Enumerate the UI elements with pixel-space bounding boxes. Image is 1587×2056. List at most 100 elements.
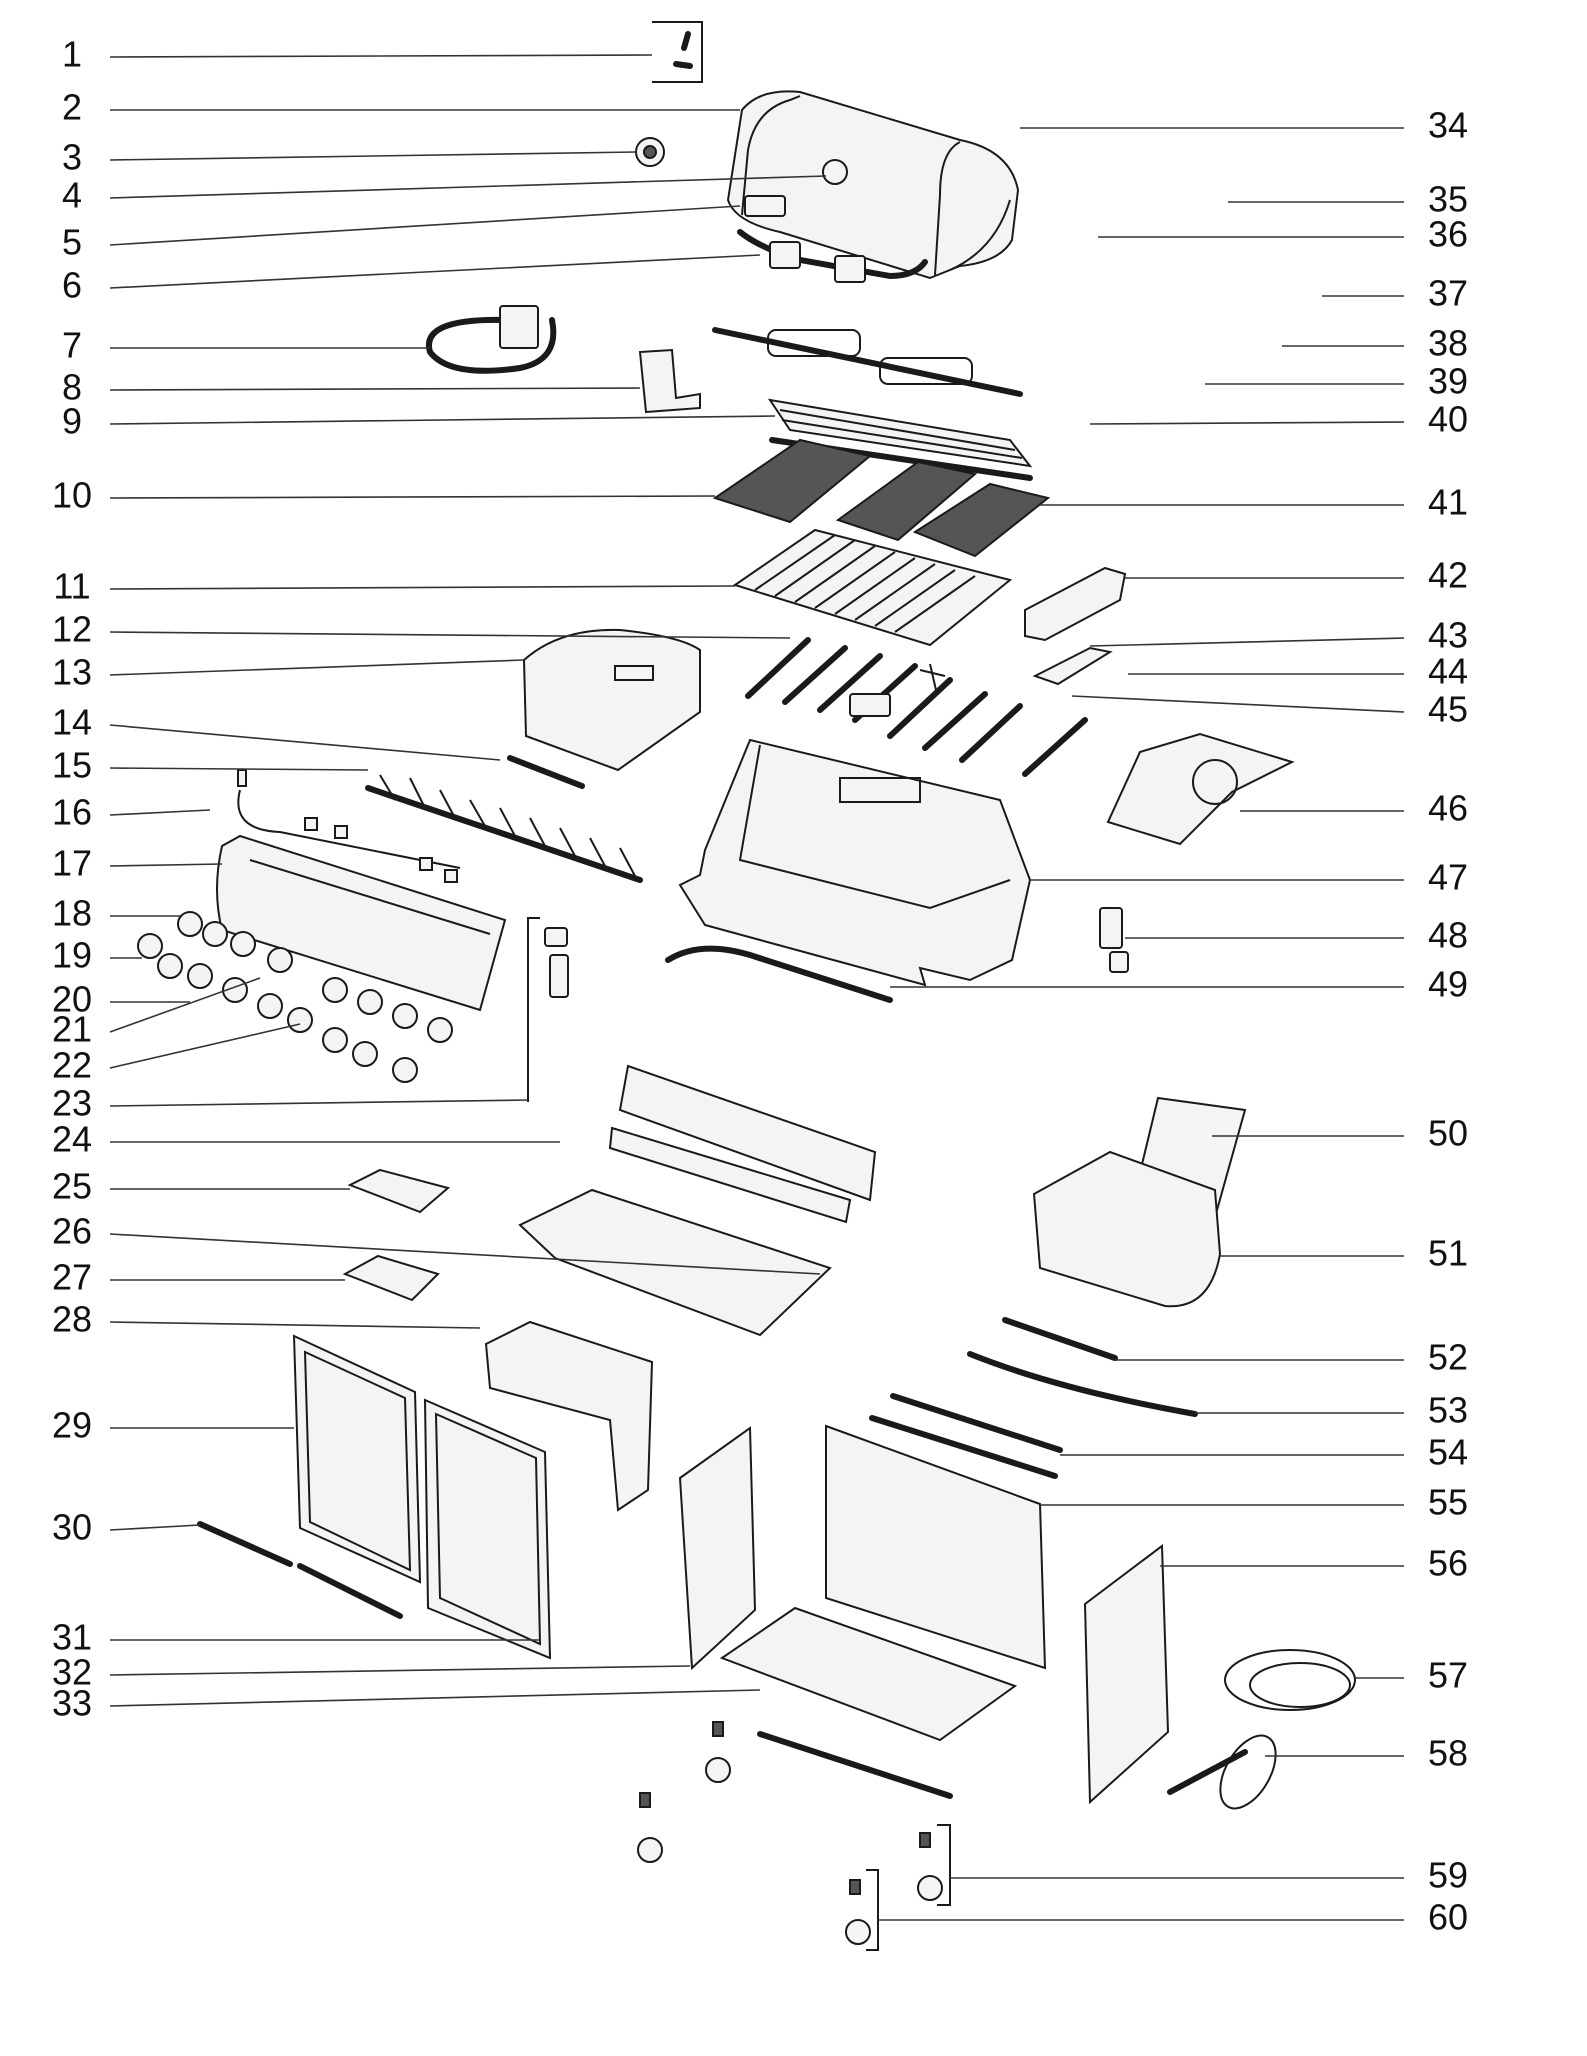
- part-48-valve: [1099, 907, 1129, 973]
- part-label-11: 11: [53, 566, 90, 607]
- leader-line-9: [109, 415, 776, 425]
- part-11-flavorizer-bars: [732, 528, 1013, 647]
- part-label-41: 41: [1428, 482, 1468, 523]
- part-label-17: 17: [52, 843, 92, 884]
- part-bottom-rail: [757, 1731, 953, 1799]
- part-label-47: 47: [1428, 857, 1468, 898]
- part-4-bezel: [822, 159, 848, 185]
- part-label-48: 48: [1428, 915, 1468, 956]
- leader-line-45: [1071, 695, 1405, 713]
- part-label-8: 8: [62, 367, 82, 408]
- leader-line-12: [109, 631, 791, 639]
- part-label-5: 5: [62, 222, 82, 263]
- part-label-4: 4: [62, 175, 82, 216]
- part-label-12: 12: [52, 609, 92, 650]
- part-label-44: 44: [1428, 651, 1468, 692]
- part-8-bracket: [638, 348, 701, 414]
- leader-line-30: [109, 1524, 201, 1531]
- leader-line-17: [109, 863, 223, 867]
- part-25-27-drip-pans: [342, 1168, 451, 1302]
- part-24-heat-shields: [608, 1064, 877, 1224]
- part-label-60: 60: [1428, 1897, 1468, 1938]
- part-18-22-knobs: [137, 911, 453, 1083]
- part-label-36: 36: [1428, 214, 1468, 255]
- leader-line-3: [109, 151, 637, 161]
- part-number-labels: 1234567891011121314151617181920212223242…: [52, 34, 1468, 1938]
- leader-line-1: [109, 54, 653, 58]
- part-15-manifold: [365, 774, 643, 883]
- leader-line-10: [109, 495, 716, 499]
- part-26-catch-pan: [518, 1188, 832, 1337]
- leader-line-43: [1089, 637, 1405, 647]
- part-30-door-handles: [197, 1521, 403, 1619]
- leader-line-13: [109, 659, 525, 676]
- part-label-21: 21: [52, 1009, 92, 1050]
- part-label-26: 26: [52, 1211, 92, 1252]
- part-label-29: 29: [52, 1405, 92, 1446]
- part-label-39: 39: [1428, 361, 1468, 402]
- part-label-46: 46: [1428, 788, 1468, 829]
- leader-line-23: [109, 1099, 529, 1107]
- part-label-1: 1: [62, 34, 82, 75]
- part-label-22: 22: [52, 1045, 92, 1086]
- part-label-52: 52: [1428, 1337, 1468, 1378]
- part-label-15: 15: [52, 745, 92, 786]
- part-label-27: 27: [52, 1257, 92, 1298]
- part-label-43: 43: [1428, 615, 1468, 656]
- part-label-54: 54: [1428, 1432, 1468, 1473]
- part-label-14: 14: [52, 702, 92, 743]
- part-42-43-infrared-burner: [1024, 566, 1127, 686]
- part-label-45: 45: [1428, 689, 1468, 730]
- part-label-25: 25: [52, 1166, 92, 1207]
- part-2-lid: [726, 90, 1020, 280]
- part-label-31: 31: [52, 1617, 92, 1658]
- part-label-51: 51: [1428, 1233, 1468, 1274]
- part-1-screws: [652, 21, 703, 83]
- part-label-53: 53: [1428, 1390, 1468, 1431]
- part-5-6-handle: [737, 195, 928, 283]
- part-14-bar: [507, 755, 585, 789]
- part-label-42: 42: [1428, 555, 1468, 596]
- part-label-10: 10: [52, 475, 92, 516]
- leader-line-6: [109, 254, 761, 289]
- leader-line-33: [109, 1689, 761, 1707]
- part-49-gas-hose: [665, 945, 893, 1003]
- part-label-16: 16: [52, 792, 92, 833]
- part-label-7: 7: [62, 325, 82, 366]
- leader-line-15: [109, 767, 369, 771]
- part-label-3: 3: [62, 137, 82, 178]
- part-28-tank-cover: [484, 1320, 654, 1512]
- part-59-60-casters: [637, 1721, 951, 1951]
- part-55-back-panel: [825, 1424, 1047, 1670]
- part-label-58: 58: [1428, 1733, 1468, 1774]
- part-label-55: 55: [1428, 1482, 1468, 1523]
- leader-line-11: [109, 585, 736, 590]
- leader-line-16: [109, 809, 211, 816]
- part-label-23: 23: [52, 1083, 92, 1124]
- leader-line-32: [109, 1665, 691, 1676]
- part-label-57: 57: [1428, 1655, 1468, 1696]
- part-label-28: 28: [52, 1299, 92, 1340]
- part-label-20: 20: [52, 979, 92, 1020]
- part-label-35: 35: [1428, 179, 1468, 220]
- part-label-34: 34: [1428, 105, 1468, 146]
- part-23-igniter-button: [527, 917, 569, 1102]
- part-label-13: 13: [52, 652, 92, 693]
- part-52-53-54-rails: [869, 1317, 1198, 1479]
- part-label-6: 6: [62, 265, 82, 306]
- part-label-49: 49: [1428, 964, 1468, 1005]
- leader-line-5: [109, 205, 741, 246]
- leader-line-28: [109, 1321, 481, 1329]
- part-50-51-side-table: [1032, 1096, 1247, 1308]
- part-label-50: 50: [1428, 1113, 1468, 1154]
- part-label-18: 18: [52, 893, 92, 934]
- part-58-cord: [1167, 1734, 1277, 1810]
- part-label-38: 38: [1428, 323, 1468, 364]
- leader-lines: [109, 54, 1405, 1921]
- part-label-9: 9: [62, 401, 82, 442]
- part-label-33: 33: [52, 1683, 92, 1724]
- part-label-30: 30: [52, 1507, 92, 1548]
- part-label-24: 24: [52, 1119, 92, 1160]
- part-13-side-burner-cover: [522, 628, 701, 772]
- part-33-bottom-shelf: [719, 1606, 1018, 1742]
